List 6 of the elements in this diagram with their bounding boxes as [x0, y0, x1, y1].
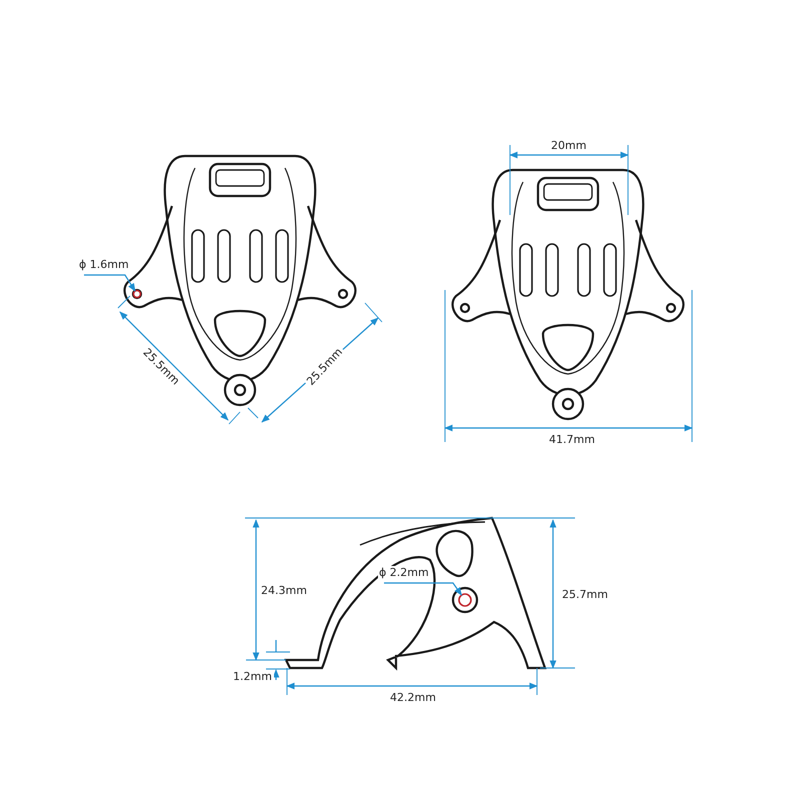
leader-line	[84, 274, 136, 292]
leader-line	[384, 582, 462, 596]
mounting-hole	[458, 593, 472, 607]
callout-text: ϕ 2.2mm	[378, 566, 430, 580]
mounting-hole	[132, 290, 142, 298]
callout-text: ϕ 1.6mm	[78, 258, 130, 272]
